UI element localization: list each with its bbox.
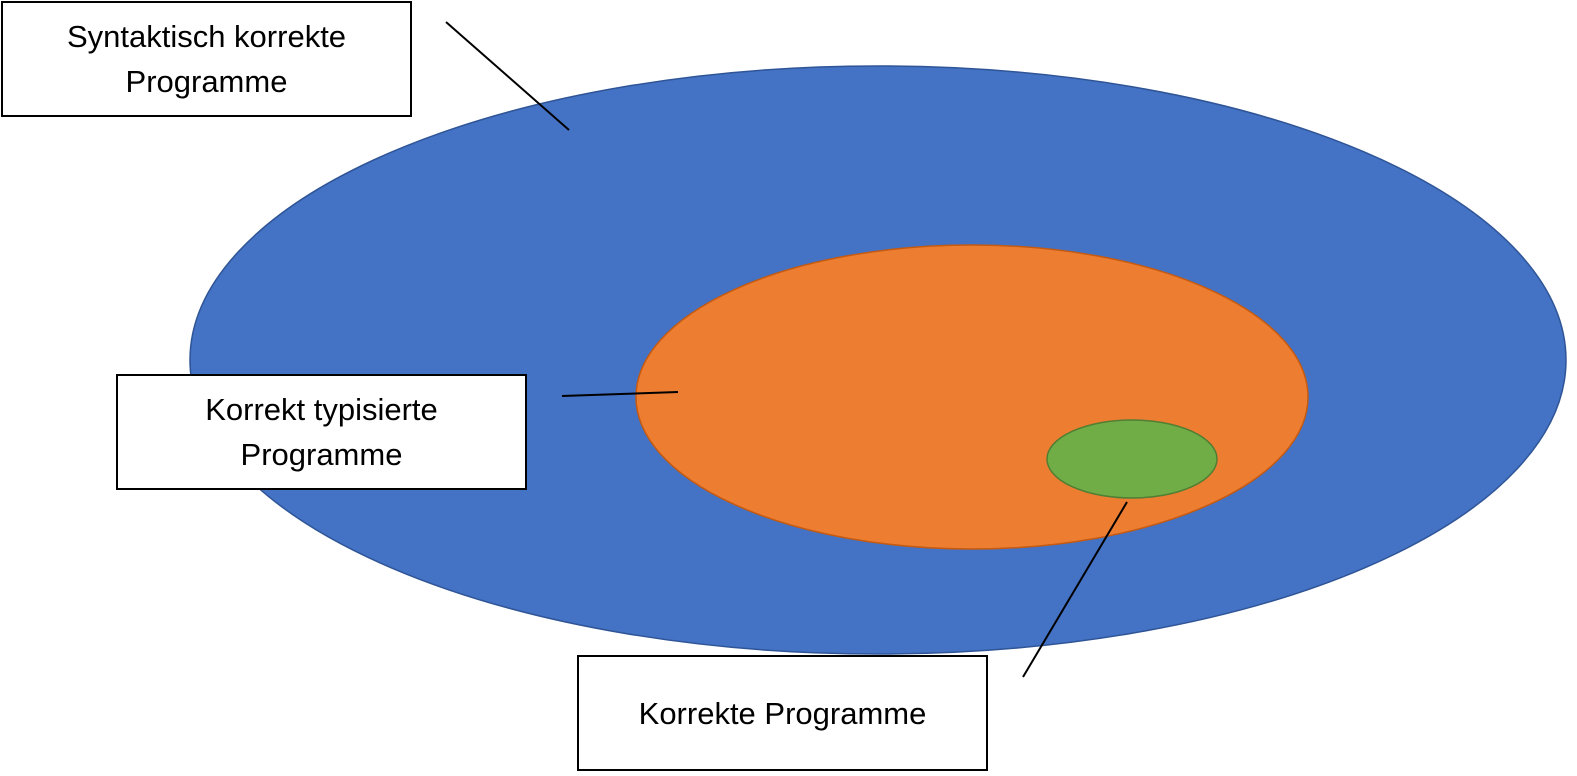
correct-connector-line <box>1022 501 1128 678</box>
correctly-typed-label: Korrekt typisierte Programme <box>116 374 527 490</box>
typed-label-line1: Korrekt typisierte <box>205 392 438 427</box>
typed-connector-line <box>561 391 679 397</box>
typed-label-line2: Programme <box>240 437 403 472</box>
correct-programs-label: Korrekte Programme <box>577 655 988 771</box>
correct-label-line1: Korrekte Programme <box>638 695 927 731</box>
correct-programs-set <box>1046 419 1218 499</box>
correctly-typed-set <box>635 244 1309 550</box>
syntax-label-line2: Programme <box>125 64 288 99</box>
syntax-connector-line <box>445 21 570 131</box>
syntactically-correct-label: Syntaktisch korrekte Programme <box>1 1 412 117</box>
syntax-label-line1: Syntaktisch korrekte <box>66 19 347 54</box>
